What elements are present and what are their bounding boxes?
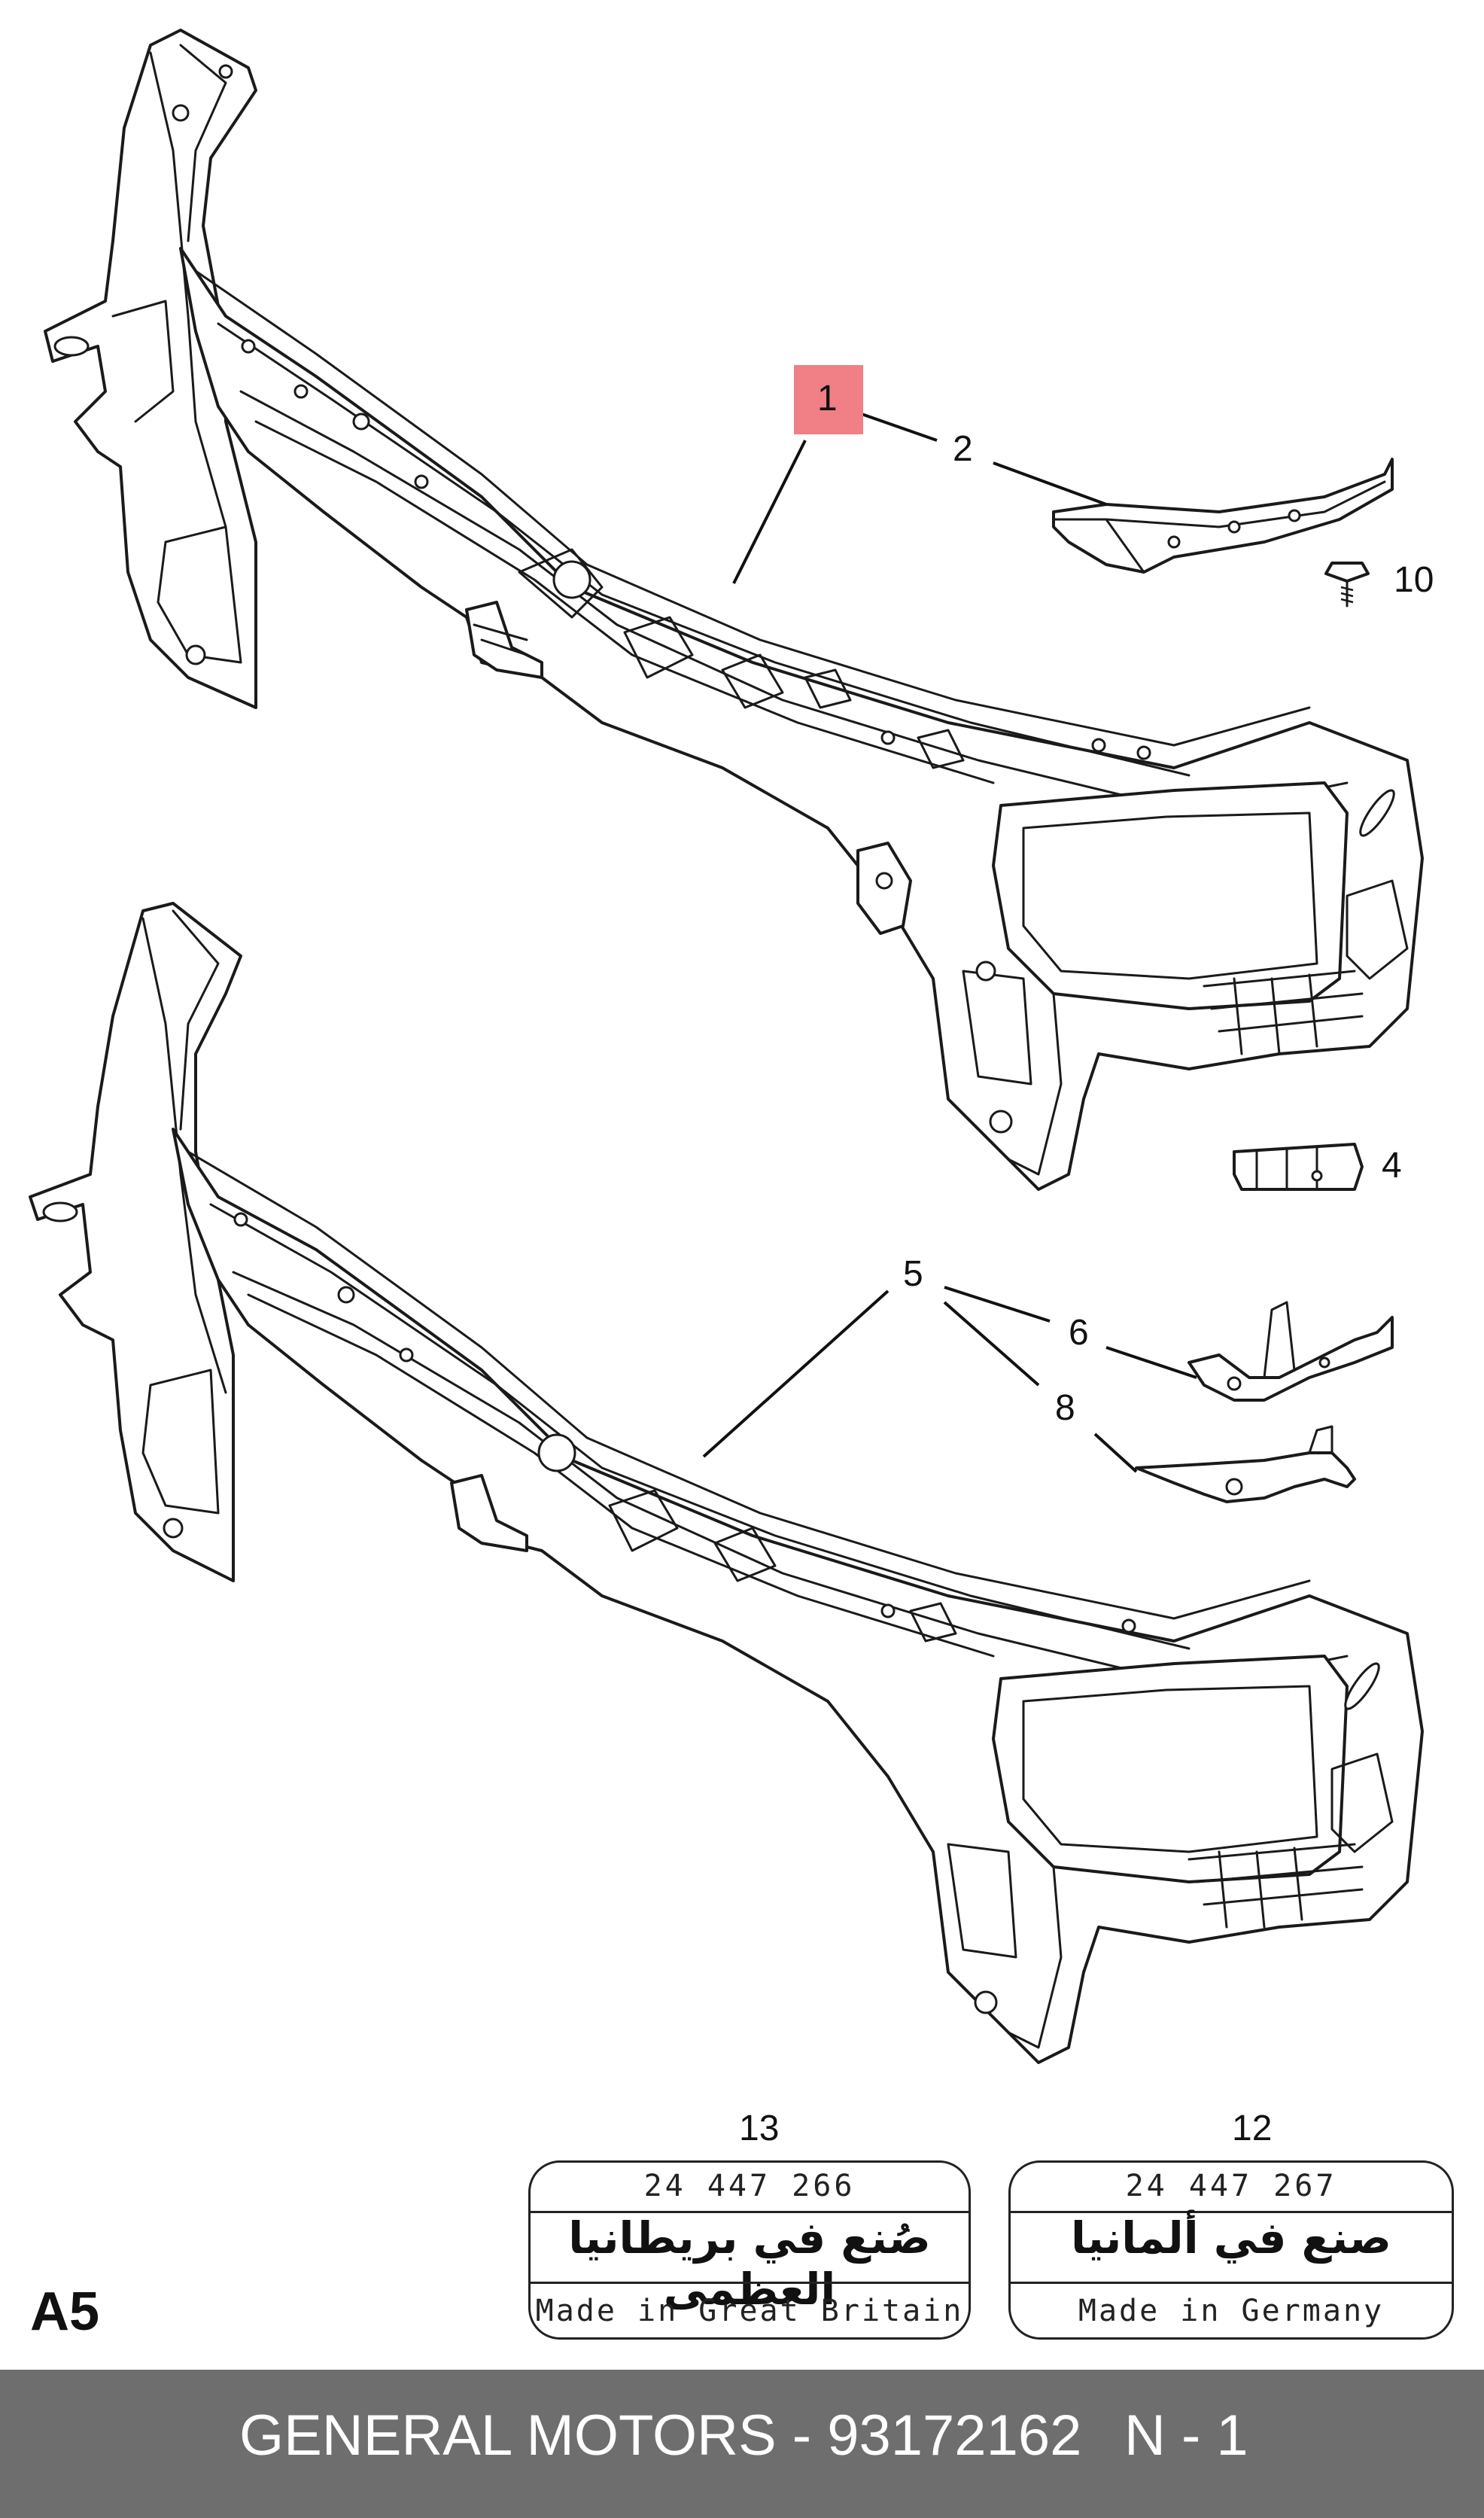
page-code: A5 — [30, 2282, 100, 2342]
label-part-number: 24 447 267 — [1125, 2169, 1337, 2203]
leader-lines — [702, 413, 1197, 1473]
callout-13: 13 — [739, 2108, 780, 2148]
callout-2: 2 — [953, 429, 973, 469]
label-arabic-text: صنع في ألمانيا — [1071, 2212, 1391, 2264]
footer-bar: GENERAL MOTORS - 93172162 N - 1 — [0, 2370, 1484, 2518]
upper-radiator-support-assembly — [44, 29, 1424, 1191]
lower-radiator-support-assembly — [29, 902, 1424, 2064]
footer-title: GENERAL MOTORS - 93172162 — [239, 2404, 1082, 2468]
label-made-in-text: Made in Germany — [1078, 2294, 1385, 2328]
label-made-in-great-britain: 24 447 266 صُنع في بريطانيا العظمى Made … — [528, 2160, 971, 2340]
callout-4: 4 — [1382, 1146, 1402, 1186]
callout-5: 5 — [903, 1254, 923, 1294]
callout-12: 12 — [1232, 2108, 1273, 2148]
leader-2-to-bracket — [993, 461, 1107, 506]
part-8-bracket — [1135, 1425, 1356, 1503]
leader-6-to-bracket — [1105, 1346, 1197, 1379]
leader-8-to-bracket — [1093, 1433, 1138, 1473]
label-divider — [531, 2282, 969, 2284]
part-6-bracket — [1188, 1301, 1394, 1402]
label-made-in-germany: 24 447 267 صنع في ألمانيا Made in German… — [1008, 2160, 1454, 2340]
label-divider — [531, 2211, 969, 2213]
leader-5-to-assembly — [702, 1289, 889, 1458]
callout-10: 10 — [1394, 560, 1434, 600]
callout-1: 1 — [817, 379, 838, 419]
leader-5-to-8 — [943, 1301, 1040, 1387]
label-arabic-text: صُنع في بريطانيا العظمى — [568, 2212, 931, 2315]
leader-1-to-2 — [861, 413, 938, 442]
part-10-screw — [1324, 562, 1370, 607]
callout-1-highlight — [794, 365, 863, 434]
part-4-pad — [1233, 1143, 1364, 1191]
part-2-bracket — [1052, 458, 1394, 574]
leader-1-to-assembly — [732, 440, 807, 584]
label-divider — [1011, 2211, 1452, 2213]
label-divider — [1011, 2282, 1452, 2284]
leader-5-to-6 — [944, 1286, 1051, 1323]
footer-sheet-number: N - 1 — [1124, 2404, 1248, 2468]
callout-6: 6 — [1069, 1313, 1089, 1353]
callout-8: 8 — [1055, 1388, 1075, 1428]
label-part-number: 24 447 266 — [643, 2169, 856, 2203]
label-made-in-text: Made in Great Britain — [535, 2294, 964, 2328]
